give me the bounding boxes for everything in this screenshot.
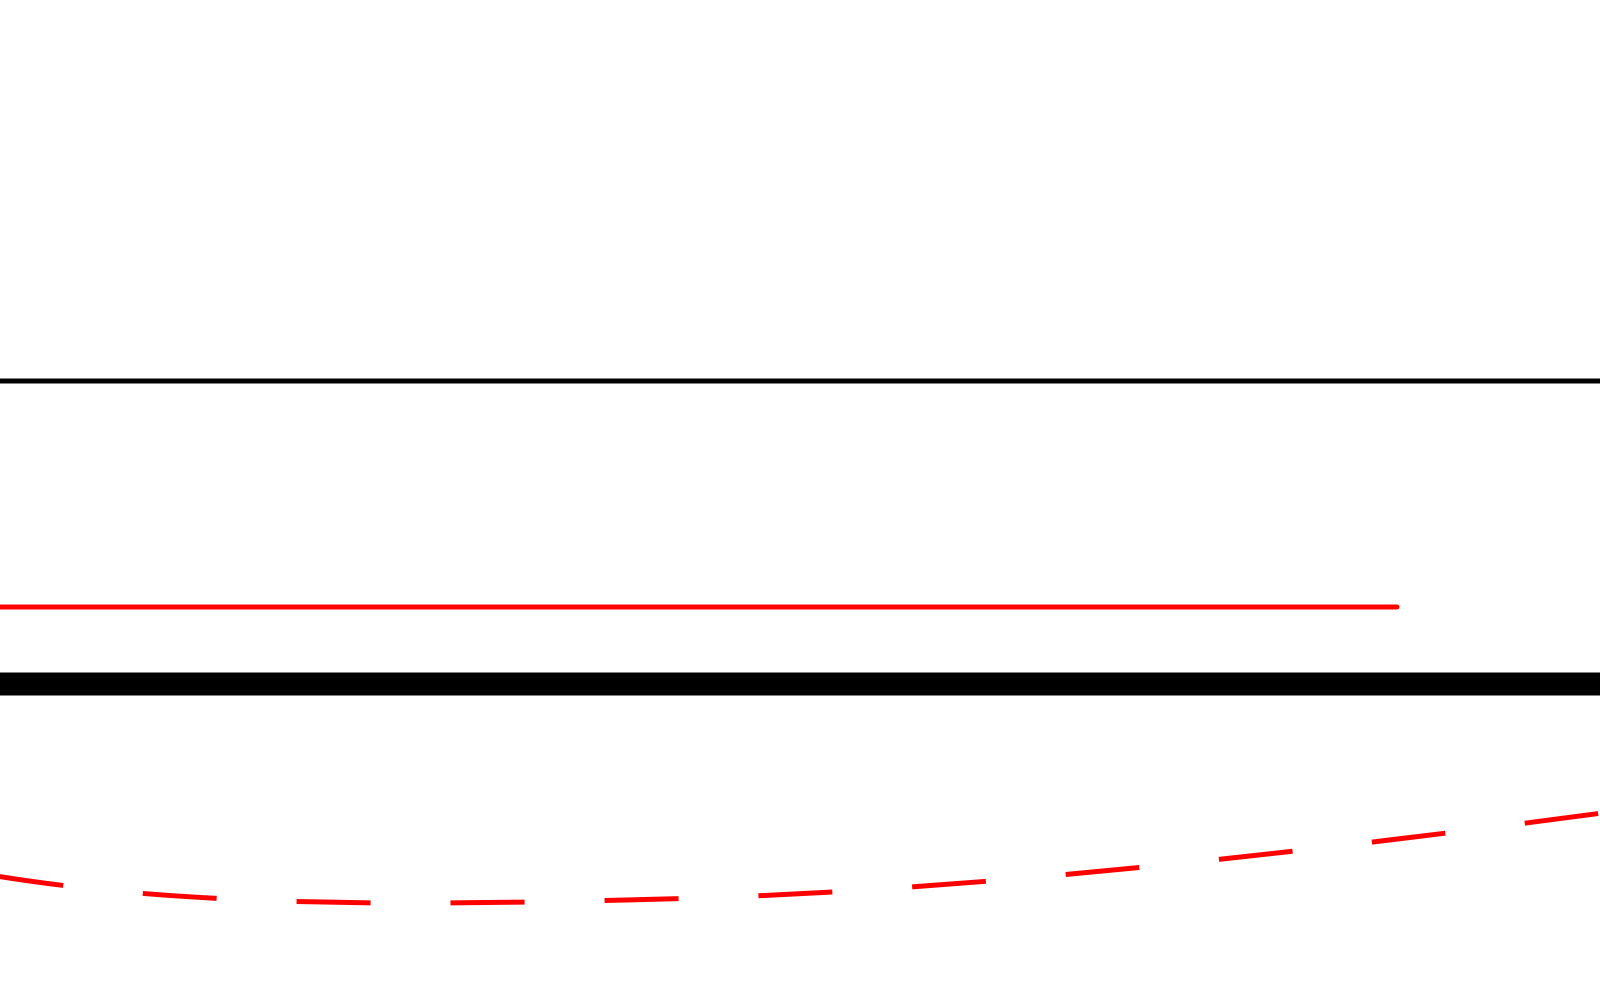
diagram-canvas [0,0,1600,981]
background [0,0,1600,981]
